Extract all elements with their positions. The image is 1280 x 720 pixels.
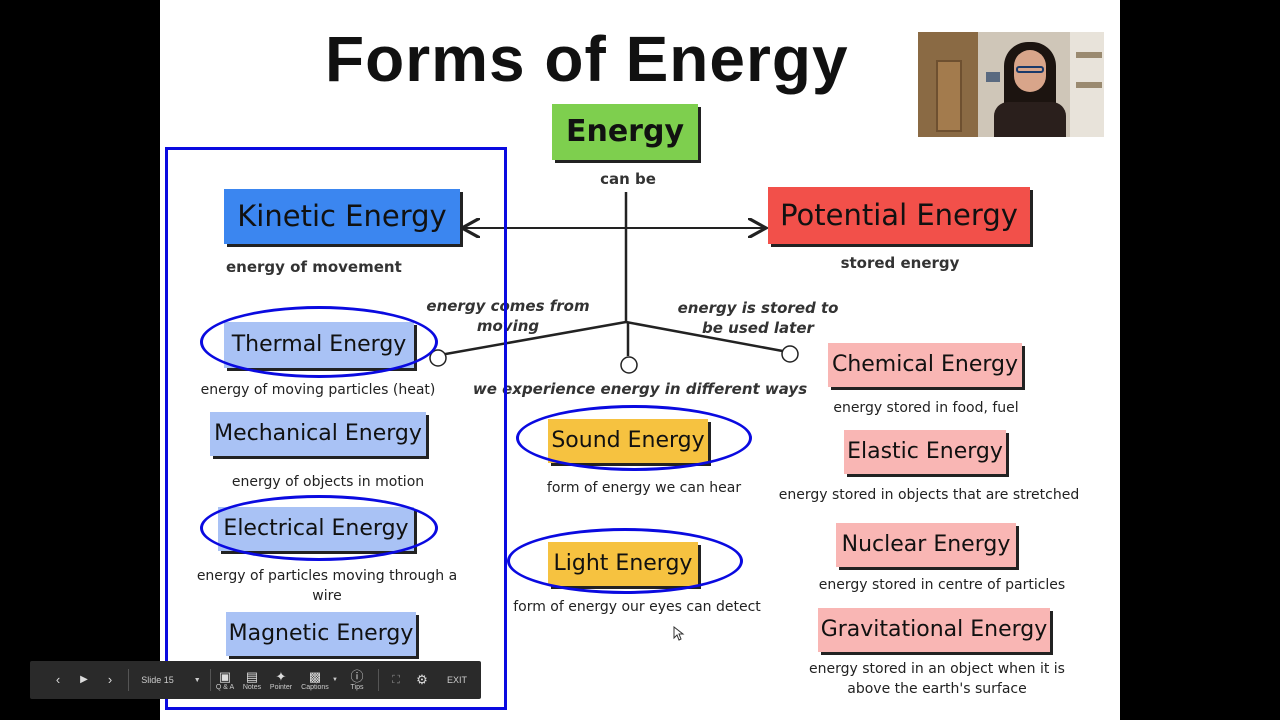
tips-label: Tips (350, 683, 364, 691)
chemical-energy-desc: energy stored in food, fuel (833, 400, 1019, 416)
slide-title: Forms of Energy (325, 23, 849, 95)
next-slide-button[interactable]: › (102, 661, 118, 699)
settings-button[interactable]: ⚙ (414, 661, 430, 699)
exit-button[interactable]: EXIT (442, 661, 472, 699)
toolbar-separator (378, 669, 379, 691)
annotation-rectangle (165, 147, 507, 710)
elastic-energy-box: Elastic Energy (844, 430, 1006, 474)
kinetic-energy-desc: energy of movement (226, 258, 402, 276)
potential-energy-box: Potential Energy (768, 187, 1030, 244)
diagram-connectors (429, 192, 799, 374)
exit-label: EXIT (446, 675, 467, 685)
gravitational-energy-box: Gravitational Energy (818, 608, 1050, 652)
magnetic-energy-box: Magnetic Energy (226, 612, 416, 656)
annotation-circle-electrical (200, 495, 438, 561)
previous-slide-button[interactable]: ‹ (50, 661, 66, 699)
electrical-energy-desc: energy of particles moving through a wir… (196, 568, 458, 604)
elastic-energy-desc: energy stored in objects that are stretc… (778, 487, 1080, 503)
play-icon: ▶ (80, 674, 88, 685)
tips-button[interactable]: ⓘ Tips (346, 661, 368, 699)
annotation-circle-light (507, 528, 743, 594)
slide-selector[interactable]: Slide 15 ▼ (136, 661, 206, 699)
annotation-circle-thermal (200, 306, 438, 378)
captions-dropdown[interactable]: ▼ (330, 661, 340, 699)
mechanical-energy-box: Mechanical Energy (210, 412, 426, 456)
toolbar-separator (210, 669, 211, 691)
captions-label: Captions (301, 683, 329, 691)
qa-icon: ▣ (218, 668, 232, 684)
slide-selector-label: Slide 15 (141, 675, 174, 685)
qa-label: Q & A (215, 683, 235, 691)
potential-branch-note: energy is stored to be used later (677, 299, 839, 337)
pointer-icon: ✦ (275, 668, 287, 684)
info-icon: ⓘ (350, 668, 364, 684)
captions-icon: ▩ (308, 668, 322, 684)
center-note: we experience energy in different ways (472, 380, 808, 398)
mouse-cursor-icon (673, 626, 685, 641)
sound-energy-desc: form of energy we can hear (546, 480, 742, 496)
light-energy-desc: form of energy our eyes can detect (513, 599, 761, 615)
energy-subtitle: can be (600, 170, 656, 188)
qa-button[interactable]: ▣ Q & A (214, 661, 236, 699)
kinetic-energy-box: Kinetic Energy (224, 189, 460, 244)
chevron-right-icon: › (107, 672, 113, 687)
nuclear-energy-box: Nuclear Energy (836, 523, 1016, 567)
fullscreen-icon: ⛶ (392, 674, 400, 686)
notes-label: Notes (242, 683, 262, 691)
fullscreen-button[interactable]: ⛶ (388, 661, 404, 699)
play-button[interactable]: ▶ (76, 661, 92, 699)
potential-energy-desc: stored energy (840, 254, 960, 272)
gear-icon: ⚙ (416, 672, 428, 687)
toolbar-separator (128, 669, 129, 691)
dropdown-arrow-icon: ▼ (332, 677, 338, 683)
notes-icon: ▤ (245, 668, 259, 684)
captions-button[interactable]: ▩ Captions (300, 661, 330, 699)
pointer-button[interactable]: ✦ Pointer (268, 661, 294, 699)
nuclear-energy-desc: energy stored in centre of particles (818, 577, 1066, 593)
energy-box: Energy (552, 104, 698, 160)
gravitational-energy-desc: energy stored in an object when it is ab… (809, 661, 1065, 697)
thermal-energy-desc: energy of moving particles (heat) (200, 382, 436, 398)
mechanical-energy-desc: energy of objects in motion (231, 474, 425, 490)
presentation-toolbar: ‹ ▶ › Slide 15 ▼ ▣ Q & A ▤ Notes ✦ Point… (30, 661, 481, 699)
pointer-label: Pointer (269, 683, 293, 691)
kinetic-branch-note: energy comes from moving (426, 297, 590, 335)
chevron-left-icon: ‹ (55, 672, 61, 687)
chemical-energy-box: Chemical Energy (828, 343, 1022, 387)
annotation-circle-sound (516, 405, 752, 471)
dropdown-arrow-icon: ▼ (193, 676, 201, 684)
notes-button[interactable]: ▤ Notes (240, 661, 264, 699)
webcam-video (918, 32, 1104, 137)
